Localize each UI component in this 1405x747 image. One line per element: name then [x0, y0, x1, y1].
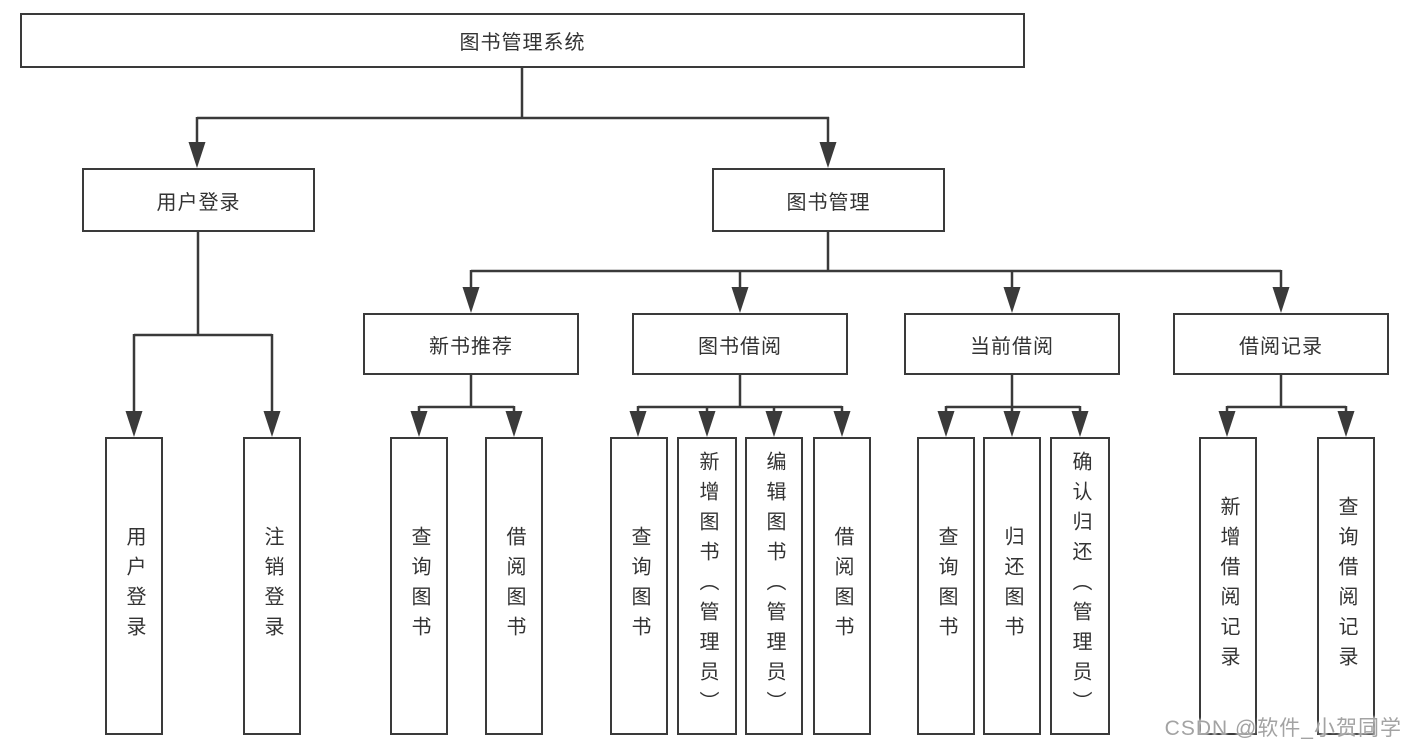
- leaf-query-books-recommend: 查询图书: [390, 437, 448, 735]
- leaf-query-books-borrow: 查询图书: [610, 437, 668, 735]
- node-user-login-label: 用户登录: [156, 191, 241, 214]
- node-borrow-records-label: 借阅记录: [1239, 335, 1323, 358]
- node-book-management: 图书管理: [712, 168, 945, 232]
- leaf-query-borrow-record-label: 查询借阅记录: [1335, 496, 1357, 676]
- node-book-management-label: 图书管理: [786, 191, 871, 214]
- node-current-borrow-label: 当前借阅: [970, 335, 1054, 358]
- leaf-return-books-label: 归还图书: [1001, 526, 1023, 646]
- node-book-borrow: 图书借阅: [632, 313, 848, 375]
- leaf-add-books-admin: 新增图书（管理员）: [677, 437, 737, 735]
- leaf-add-books-admin-label: 新增图书（管理员）: [696, 451, 718, 721]
- csdn-watermark: CSDN @软件_小贺同学: [1164, 717, 1402, 740]
- leaf-query-books-borrow-label: 查询图书: [628, 526, 650, 646]
- leaf-query-books-current: 查询图书: [917, 437, 975, 735]
- leaf-query-books-recommend-label: 查询图书: [408, 526, 430, 646]
- node-root-system-label: 图书管理系统: [459, 32, 586, 54]
- leaf-query-borrow-record: 查询借阅记录: [1317, 437, 1375, 735]
- connector-root-to-level2: [188, 67, 837, 168]
- connector-new-book-to-leaves: [410, 375, 523, 437]
- connector-borrow-records-to-leaves: [1218, 375, 1355, 437]
- node-current-borrow: 当前借阅: [904, 313, 1120, 375]
- leaf-logout-label: 注销登录: [261, 526, 283, 646]
- connector-user-login-to-leaves: [125, 232, 281, 437]
- node-new-book-recommend: 新书推荐: [363, 313, 579, 375]
- connector-current-borrow-to-leaves: [937, 375, 1089, 437]
- leaf-user-login-label: 用户登录: [123, 526, 145, 646]
- leaf-borrow-books-borrow-label: 借阅图书: [831, 526, 853, 646]
- connector-book-borrow-to-leaves: [629, 375, 851, 437]
- node-root-system: 图书管理系统: [20, 13, 1025, 68]
- leaf-return-books: 归还图书: [983, 437, 1041, 735]
- leaf-logout: 注销登录: [243, 437, 301, 735]
- leaf-confirm-return-admin: 确认归还（管理员）: [1050, 437, 1110, 735]
- leaf-borrow-books-recommend-label: 借阅图书: [503, 526, 525, 646]
- leaf-borrow-books-recommend: 借阅图书: [485, 437, 543, 735]
- leaf-add-borrow-record-label: 新增借阅记录: [1217, 496, 1239, 676]
- leaf-edit-books-admin: 编辑图书（管理员）: [745, 437, 803, 735]
- node-user-login: 用户登录: [82, 168, 315, 232]
- node-book-borrow-label: 图书借阅: [698, 335, 782, 358]
- node-new-book-recommend-label: 新书推荐: [429, 335, 513, 358]
- leaf-borrow-books-borrow: 借阅图书: [813, 437, 871, 735]
- leaf-add-borrow-record: 新增借阅记录: [1199, 437, 1257, 735]
- node-borrow-records: 借阅记录: [1173, 313, 1389, 375]
- leaf-query-books-current-label: 查询图书: [935, 526, 957, 646]
- leaf-edit-books-admin-label: 编辑图书（管理员）: [763, 451, 785, 721]
- leaf-user-login: 用户登录: [105, 437, 163, 735]
- connector-book-mgmt-to-level3: [462, 232, 1290, 313]
- leaf-confirm-return-admin-label: 确认归还（管理员）: [1069, 451, 1091, 721]
